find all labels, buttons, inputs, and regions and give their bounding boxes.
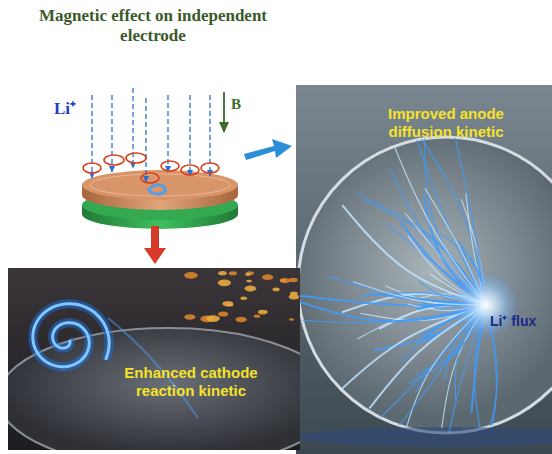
cathode-photo-panel: Enhanced cathode reaction kinetic xyxy=(8,268,300,450)
panel-image xyxy=(296,85,552,454)
blue-pointer-arrow xyxy=(244,139,292,160)
lorentz-loops xyxy=(83,153,219,183)
copper-electrode xyxy=(82,170,238,210)
flux-label: Li⁺ flux xyxy=(490,313,536,330)
red-pointer-arrow xyxy=(144,226,166,264)
panel-caption: Enhanced cathode reaction kinetic xyxy=(116,364,266,400)
li-ion-arrows xyxy=(92,88,210,182)
panel-caption: Improved anode diffusion kinetic xyxy=(366,105,526,141)
ion-label: Li⁺ xyxy=(54,96,76,119)
anode-photo-panel: Improved anode diffusion kineticLi⁺ flux xyxy=(296,85,552,454)
field-label: B xyxy=(231,96,241,113)
figure-title: Magnetic effect on independent electrode xyxy=(8,6,298,46)
field-arrow xyxy=(223,92,225,132)
panel-image xyxy=(8,268,300,450)
